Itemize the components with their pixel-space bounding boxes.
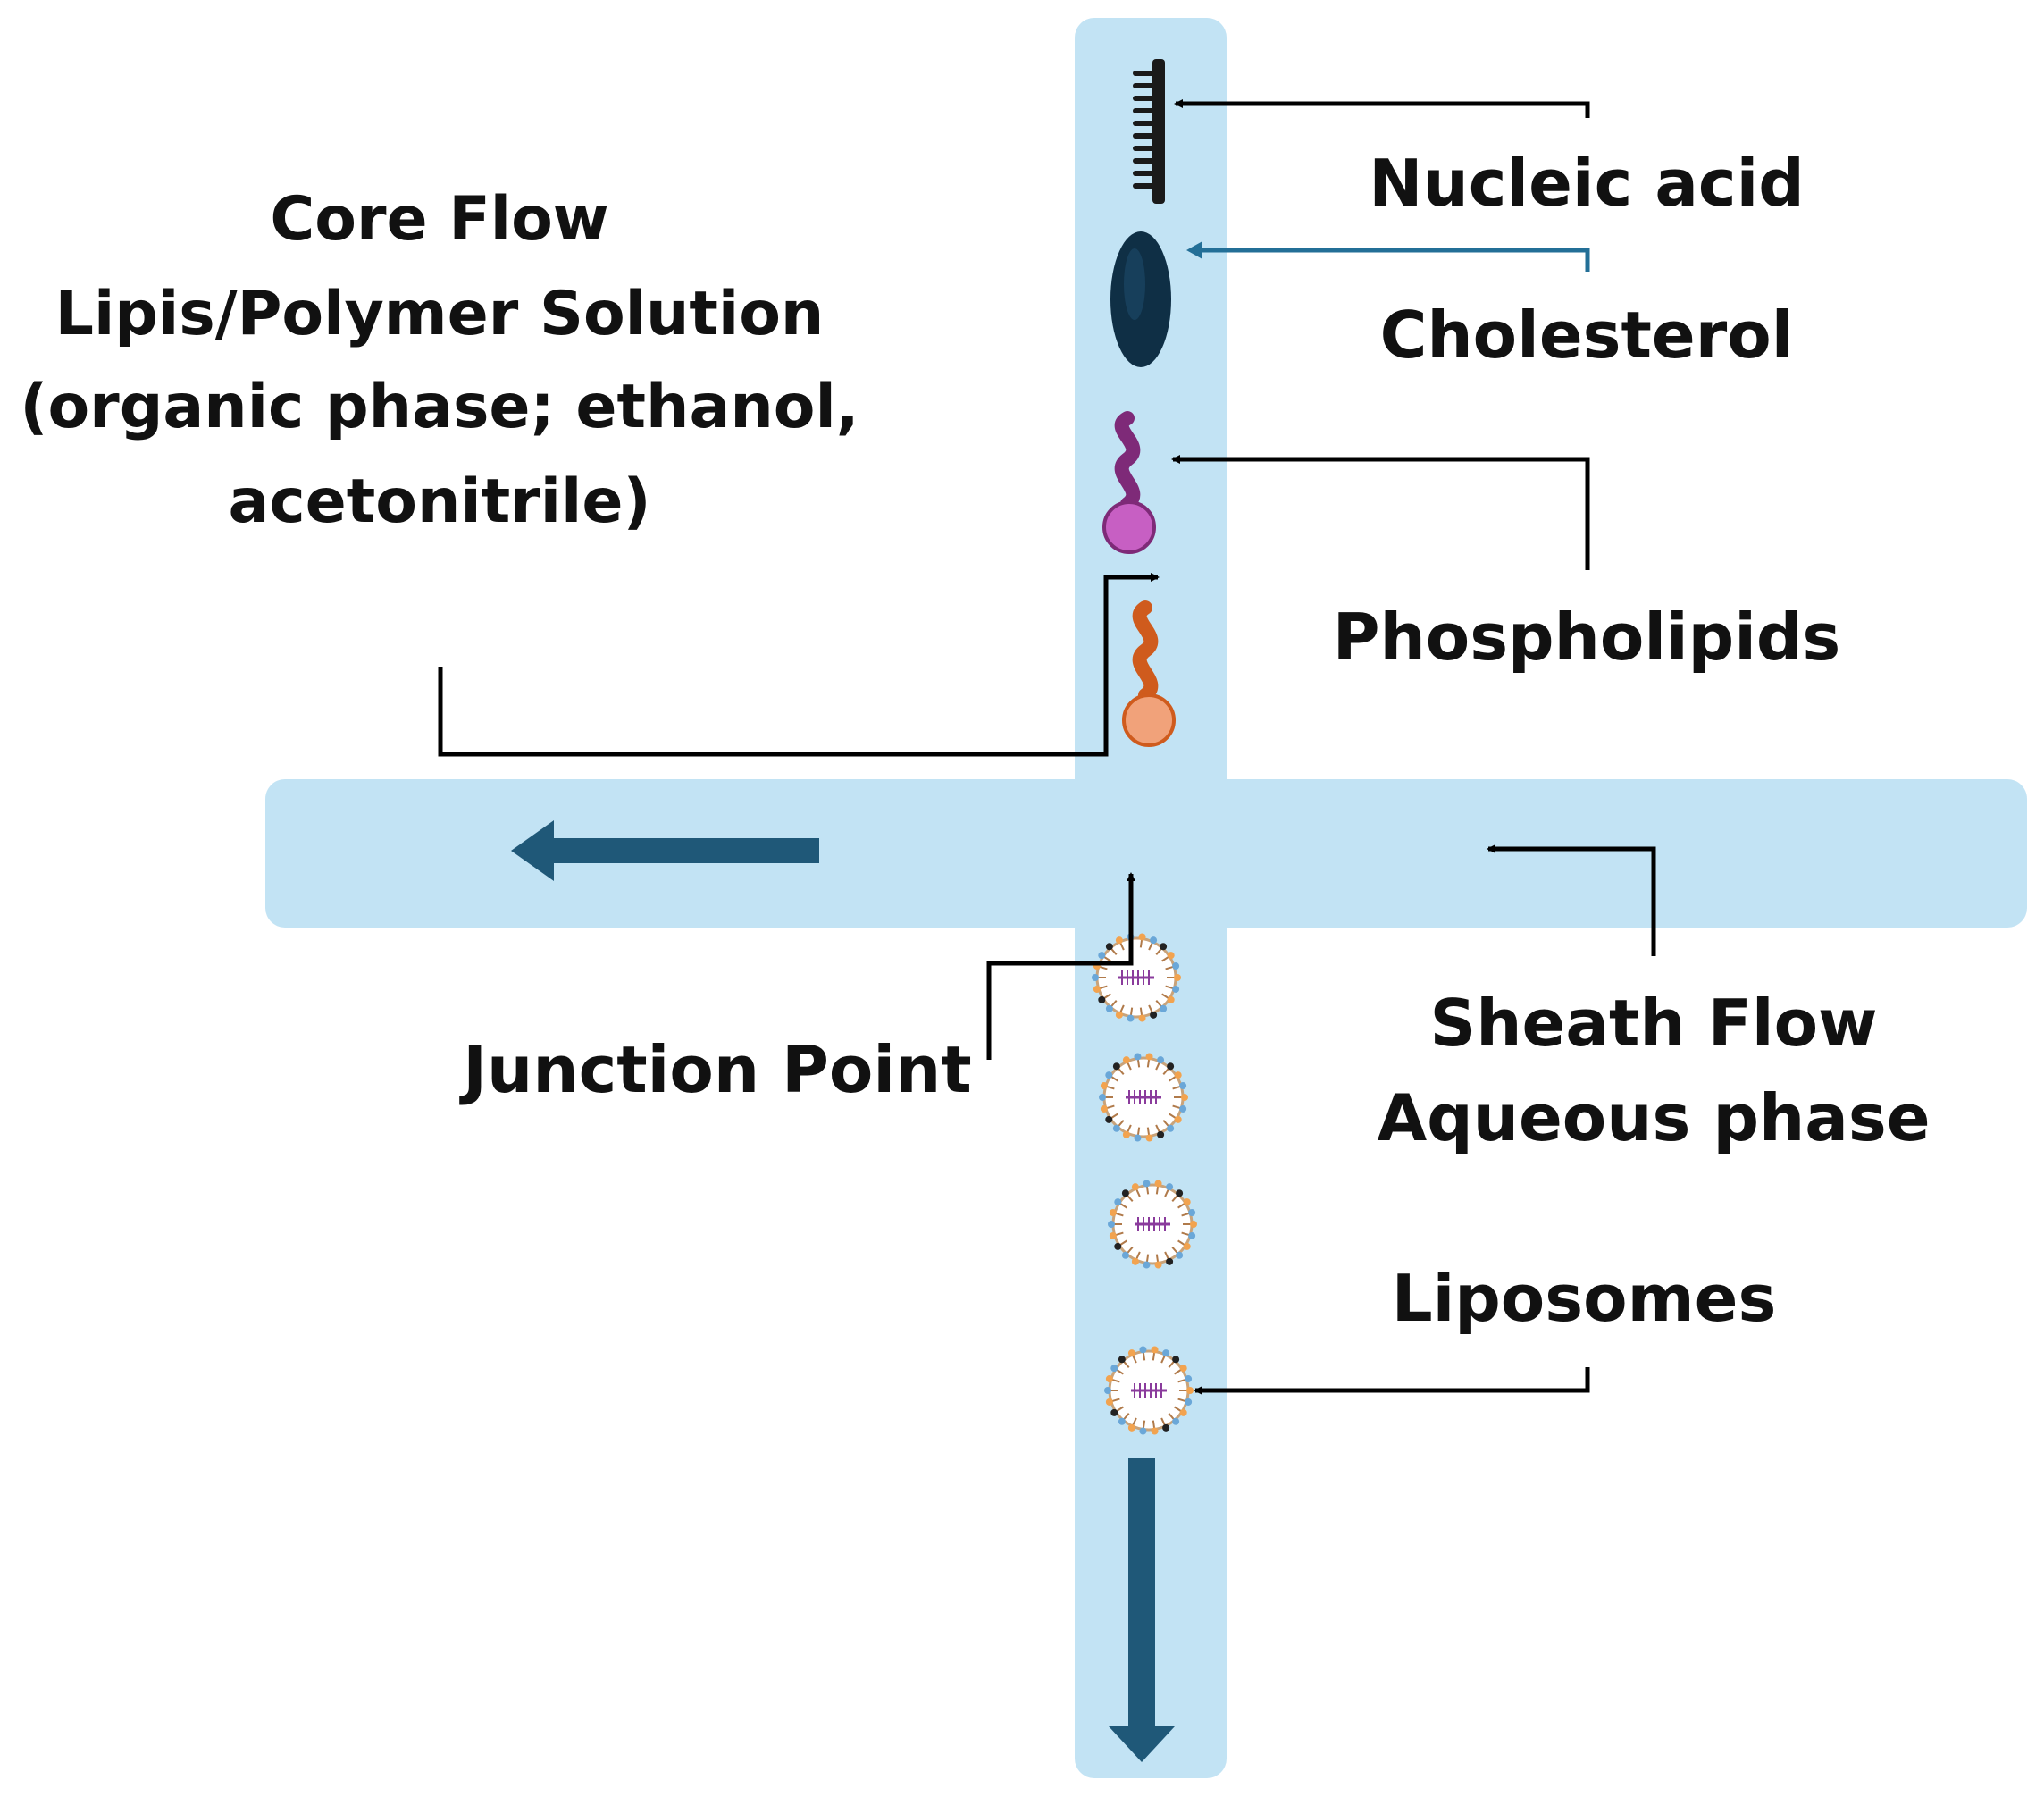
nucleic-acid-icon [1133,59,1165,204]
core-flow-leader-line [438,573,1160,757]
nucleic-acid-label: Nucleic acid [1369,146,1805,221]
liposome-icon [1104,1346,1194,1435]
liposomes-leader-line [1194,1367,1590,1395]
cholesterol-leader-arrowhead [1186,241,1202,259]
leader-lines [438,99,1656,1395]
sheath-flow-phase-label: Aqueous phase [1377,1080,1930,1155]
sheath-flow-leader-line [1487,844,1656,956]
junction-point-label: Junction Point [458,1032,971,1107]
phospholipid-orange-icon [1122,600,1176,747]
core-flow-phase-label: (organic phase; ethanol, [20,372,859,442]
liposome-icon [1108,1180,1197,1269]
junction-point-leader-line [986,872,1135,1060]
cholesterol-icon [1110,231,1171,367]
core-flow-title: Core Flow [270,184,608,255]
cholesterol-leader-line [1191,248,1590,272]
phospholipid-purple-icon [1102,411,1156,554]
cholesterol-label: Cholesterol [1380,298,1794,373]
phospholipids-label: Phospholipids [1333,600,1841,675]
flow-arrow-down-icon [1109,1458,1175,1762]
labels: Core Flow Lipis/Polymer Solution (organi… [20,146,1930,1336]
liposomes-label: Liposomes [1392,1261,1777,1336]
liposome-icon [1092,933,1181,1022]
liposome-icon [1099,1053,1188,1142]
nucleic-acid-leader-line [1174,99,1590,118]
flow-arrow-left-icon [511,820,819,881]
core-flow-solution-label: Lipis/Polymer Solution [55,279,825,349]
sheath-flow-title: Sheath Flow [1429,986,1877,1061]
liposome-group [1092,933,1197,1435]
core-flow-solvent-label: acetonitrile) [228,466,650,537]
horizontal-channel [265,779,2027,928]
phospholipids-leader-line [1171,455,1590,570]
